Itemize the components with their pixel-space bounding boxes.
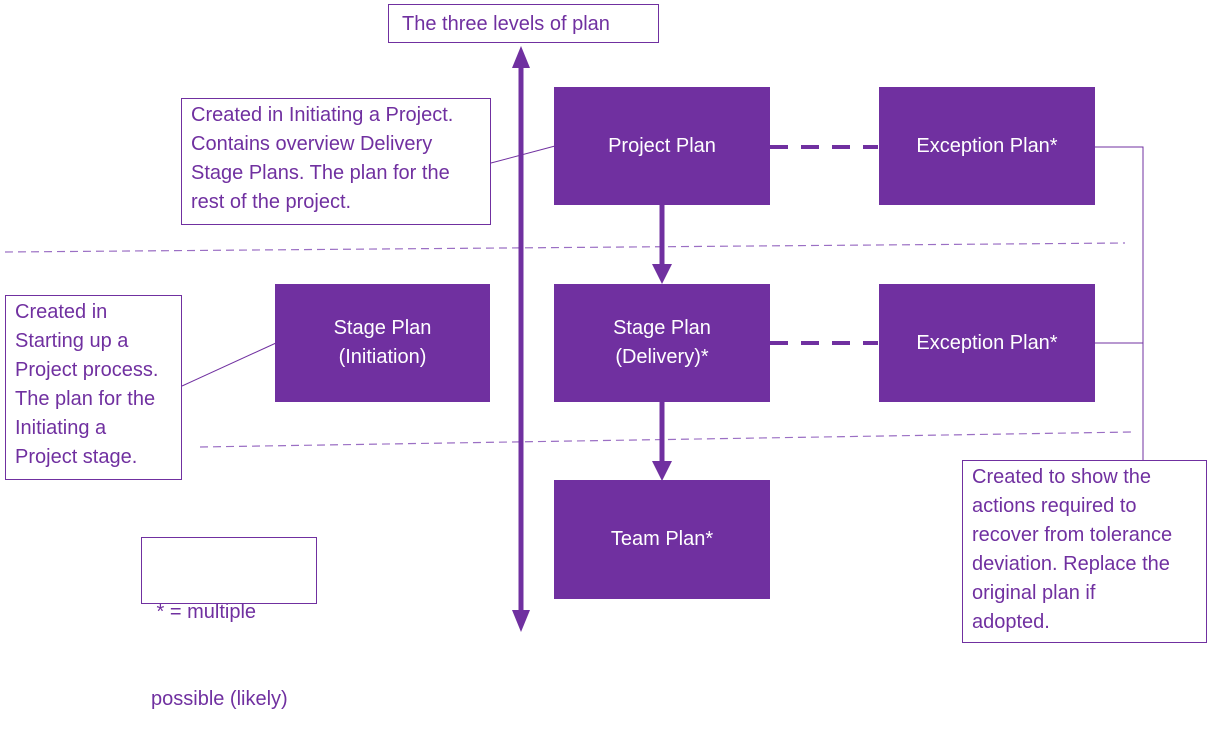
level-divider-lower xyxy=(199,431,1133,448)
levels-axis-arrowhead-up xyxy=(512,46,530,68)
connector-lines xyxy=(4,46,1144,632)
levels-axis-arrowhead-down xyxy=(512,610,530,632)
callout-exception-bracket xyxy=(1095,146,1144,460)
callout-project-plan-note xyxy=(490,145,556,164)
arrow-stage-to-team-head xyxy=(652,461,672,481)
initiation-note: Created in Starting up a Project process… xyxy=(5,295,182,480)
exception-plan-middle-box: Exception Plan* xyxy=(879,284,1095,402)
project-plan-box: Project Plan xyxy=(554,87,770,205)
diagram-title: The three levels of plan xyxy=(388,4,659,43)
stage-plan-initiation-box: Stage Plan (Initiation) xyxy=(275,284,490,402)
level-divider-upper xyxy=(4,242,1126,253)
exception-plan-top-box: Exception Plan* xyxy=(879,87,1095,205)
legend-note: * = multiple possible (likely) xyxy=(141,537,317,710)
exception-plan-note: Created to show the actions required to … xyxy=(962,460,1207,643)
project-plan-note: Created in Initiating a Project. Contain… xyxy=(181,98,491,225)
team-plan-box: Team Plan* xyxy=(554,480,770,599)
callout-initiation-note xyxy=(181,342,277,387)
stage-plan-delivery-box: Stage Plan (Delivery)* xyxy=(554,284,770,402)
arrow-project-to-stage-head xyxy=(652,264,672,284)
